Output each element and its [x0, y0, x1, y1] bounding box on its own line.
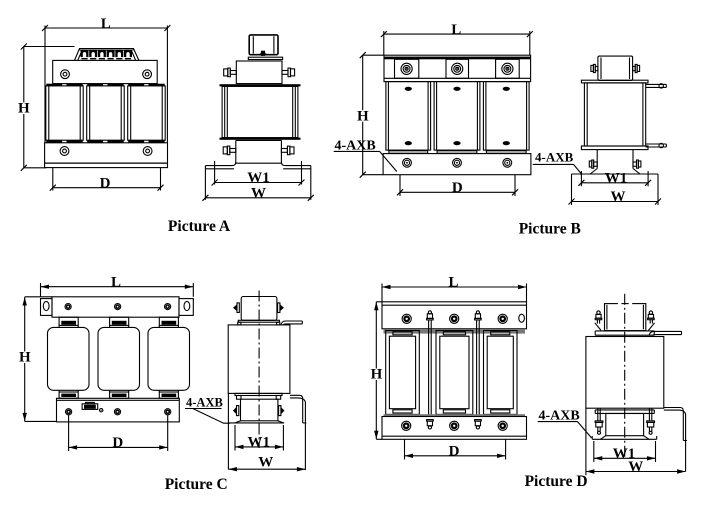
svg-text:W1: W1 — [613, 446, 636, 462]
svg-text:W: W — [251, 186, 266, 202]
svg-text:L: L — [101, 16, 111, 32]
svg-text:L: L — [111, 274, 121, 290]
svg-text:W: W — [258, 455, 273, 471]
svg-text:Picture C: Picture C — [165, 476, 228, 493]
svg-text:4-AXB: 4-AXB — [535, 149, 574, 164]
svg-text:H: H — [18, 101, 30, 117]
svg-text:W1: W1 — [605, 171, 628, 187]
svg-text:H: H — [371, 367, 383, 383]
svg-text:Picture B: Picture B — [519, 221, 581, 238]
svg-text:4-AXB: 4-AXB — [186, 396, 223, 410]
svg-text:W1: W1 — [248, 434, 271, 450]
svg-text:W: W — [611, 189, 626, 205]
svg-text:H: H — [357, 109, 369, 125]
svg-text:D: D — [112, 435, 123, 451]
svg-text:D: D — [100, 175, 111, 191]
svg-text:D: D — [449, 443, 460, 459]
svg-text:D: D — [452, 180, 463, 196]
svg-text:L: L — [448, 275, 458, 291]
svg-text:Picture A: Picture A — [168, 218, 231, 235]
svg-text:H: H — [19, 350, 31, 366]
svg-text:4-AXB: 4-AXB — [335, 138, 376, 153]
svg-text:W1: W1 — [247, 170, 270, 186]
svg-text:4-AXB: 4-AXB — [539, 409, 580, 424]
svg-text:L: L — [451, 22, 461, 38]
svg-text:W: W — [628, 459, 643, 475]
svg-text:Picture D: Picture D — [525, 473, 588, 490]
